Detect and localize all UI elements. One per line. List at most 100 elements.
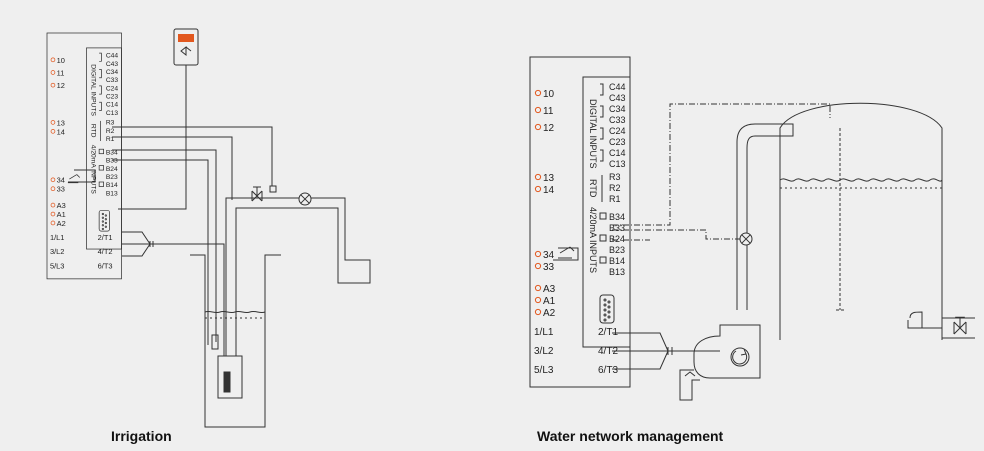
terminal-dot bbox=[50, 220, 56, 226]
valve-icon bbox=[251, 186, 263, 202]
rtd-R1: R1 bbox=[609, 194, 621, 204]
terminal-dot bbox=[534, 173, 542, 181]
water-surface bbox=[204, 310, 266, 314]
terminal-dot bbox=[50, 82, 56, 88]
power-out-0: 2/T1 bbox=[98, 233, 113, 242]
db9-pin bbox=[104, 225, 107, 228]
di-contact bbox=[99, 101, 102, 111]
db9-pin bbox=[104, 214, 107, 217]
power-out-0: 2/T1 bbox=[598, 327, 618, 338]
db9-pin bbox=[101, 227, 104, 231]
terminal-A1: A1 bbox=[57, 210, 66, 219]
rtd-label: RTD bbox=[90, 124, 97, 138]
terminal-dot bbox=[50, 129, 56, 134]
ai-B33: B33 bbox=[609, 223, 625, 233]
terminal-dot bbox=[534, 185, 542, 193]
terminal-A3: A3 bbox=[57, 201, 66, 210]
outlet-pipe bbox=[907, 311, 975, 339]
power-in-2: 5/L3 bbox=[534, 365, 554, 376]
terminal-10: 10 bbox=[543, 89, 555, 100]
db9-pin bbox=[607, 315, 611, 319]
di-C44: C44 bbox=[106, 53, 119, 60]
level-sensor bbox=[211, 334, 219, 350]
flowmeter-icon bbox=[739, 232, 753, 246]
rtd-R3: R3 bbox=[106, 120, 115, 127]
pump-casing bbox=[693, 324, 761, 379]
di-C33: C33 bbox=[609, 115, 626, 125]
keypad-display bbox=[178, 34, 194, 42]
power-out-1: 4/T2 bbox=[598, 346, 618, 357]
db9-pin bbox=[104, 218, 107, 221]
ai-box bbox=[98, 181, 104, 187]
power-out-2: 6/T3 bbox=[598, 365, 618, 376]
wire-b24 bbox=[112, 159, 209, 345]
di-contact bbox=[99, 85, 102, 95]
terminal-dot bbox=[50, 120, 56, 125]
di-C34: C34 bbox=[609, 104, 626, 114]
controller-unit: 10111213143433A3A1A21/L13/L25/L32/T14/T2… bbox=[529, 56, 631, 388]
terminal-13: 13 bbox=[57, 118, 65, 127]
digital-inputs-label: DIGITAL INPUTS bbox=[588, 99, 598, 169]
rtd-R2: R2 bbox=[106, 128, 115, 135]
ai-box bbox=[599, 234, 607, 242]
db9-pin bbox=[607, 305, 611, 309]
wire-r2 bbox=[112, 136, 233, 200]
terminal-11: 11 bbox=[543, 106, 554, 117]
terminal-A1: A1 bbox=[543, 296, 556, 307]
pump-rotation-arrow bbox=[732, 348, 748, 365]
power-in-1: 3/L2 bbox=[50, 247, 64, 256]
rtd-R3: R3 bbox=[609, 172, 621, 182]
terminal-33: 33 bbox=[543, 262, 555, 273]
pump-motor bbox=[223, 371, 231, 393]
di-C24: C24 bbox=[106, 85, 119, 92]
di-contact bbox=[600, 105, 604, 118]
motor-feeders bbox=[612, 332, 669, 370]
ai-B24: B24 bbox=[609, 234, 625, 244]
io-module bbox=[582, 76, 631, 348]
terminal-11: 11 bbox=[57, 68, 65, 77]
motor-cable-mark bbox=[149, 241, 154, 247]
terminal-dot bbox=[534, 262, 542, 270]
motor-feeders bbox=[122, 231, 151, 257]
db9-pin bbox=[101, 216, 104, 219]
db9-pin bbox=[101, 224, 104, 227]
terminal-34: 34 bbox=[543, 250, 555, 261]
db9-pin bbox=[603, 318, 607, 322]
db9-pin bbox=[101, 220, 104, 223]
well-wall bbox=[190, 254, 281, 428]
ai-box bbox=[599, 212, 607, 220]
terminal-A2: A2 bbox=[543, 308, 556, 319]
io-module bbox=[86, 47, 122, 250]
di-C43: C43 bbox=[106, 61, 119, 68]
terminal-dot bbox=[534, 308, 542, 316]
power-out-2: 6/T3 bbox=[98, 261, 113, 270]
terminal-dot bbox=[534, 250, 542, 258]
di-contact bbox=[600, 149, 604, 162]
wire-r3 bbox=[112, 126, 273, 186]
power-in-0: 1/L1 bbox=[534, 327, 554, 338]
digital-inputs-label: DIGITAL INPUTS bbox=[90, 64, 97, 116]
wire-contact bbox=[553, 247, 579, 261]
ai-B24: B24 bbox=[106, 166, 118, 173]
di-C13: C13 bbox=[609, 159, 626, 169]
wire-b34 bbox=[112, 149, 217, 342]
terminal-dot bbox=[50, 211, 56, 217]
terminal-dot bbox=[534, 284, 542, 292]
db9-connector bbox=[599, 294, 615, 324]
di-C24: C24 bbox=[609, 126, 626, 136]
pressure-sensor bbox=[269, 185, 277, 193]
pump-inlet bbox=[679, 369, 700, 401]
terminal-13: 13 bbox=[543, 173, 555, 184]
keypad-device bbox=[173, 28, 199, 66]
ai-B33: B33 bbox=[106, 158, 118, 165]
terminal-12: 12 bbox=[543, 123, 555, 134]
caption-irrigation: Irrigation bbox=[111, 428, 172, 444]
terminal-dot bbox=[50, 177, 56, 183]
ai-B34: B34 bbox=[106, 149, 118, 156]
contact-symbol bbox=[558, 246, 575, 259]
outlet-valve-icon bbox=[953, 316, 967, 335]
terminal-dot bbox=[534, 296, 542, 304]
terminal-dot bbox=[50, 70, 56, 75]
power-in-0: 1/L1 bbox=[50, 233, 64, 242]
